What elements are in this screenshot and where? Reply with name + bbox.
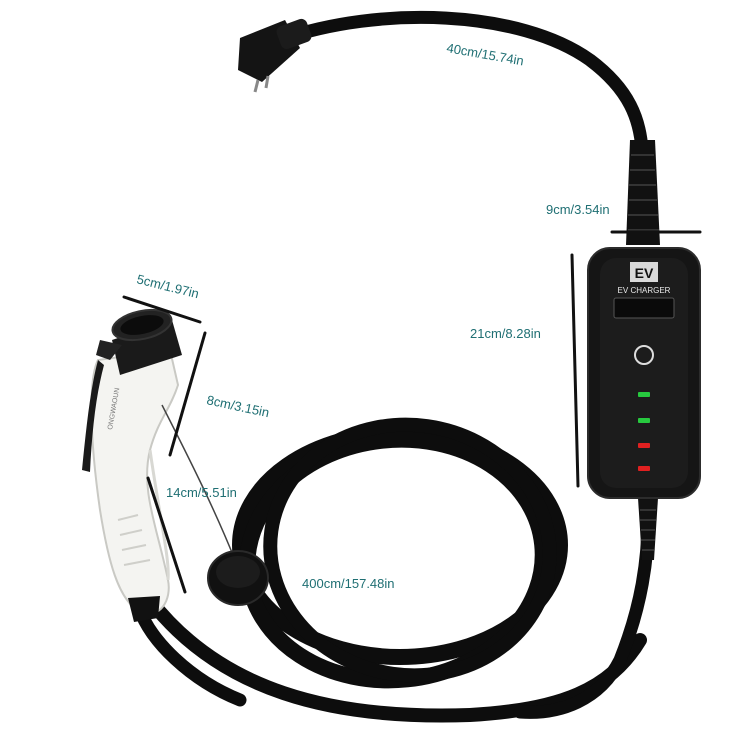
lower-strain-relief bbox=[638, 498, 658, 560]
connector-width-line bbox=[122, 295, 202, 324]
charging-indicator bbox=[638, 418, 650, 423]
box-length-label: 21cm/8.28in bbox=[470, 326, 541, 341]
connector-head bbox=[112, 320, 182, 375]
box-brand-text: EV CHARGER bbox=[618, 286, 671, 295]
box-cable-length-label: 9cm/3.54in bbox=[546, 202, 610, 217]
charging-connector: ONGWAOUN bbox=[82, 308, 247, 707]
connector-width-label: 5cm/1.97in bbox=[135, 271, 200, 301]
plug-cable bbox=[273, 10, 649, 157]
fault-indicator bbox=[638, 443, 650, 448]
power-indicator bbox=[638, 392, 650, 397]
handle-length-label: 14cm/5.51in bbox=[166, 485, 237, 500]
power-button-icon bbox=[634, 345, 654, 365]
connector-depth-line bbox=[168, 331, 207, 457]
box-length-line bbox=[570, 253, 580, 488]
coiled-cable bbox=[143, 417, 647, 723]
svg-text:EV: EV bbox=[635, 265, 654, 281]
main-cable-length-label: 400cm/157.48in bbox=[302, 576, 395, 591]
lcd-display bbox=[613, 297, 675, 319]
white-handle bbox=[90, 348, 180, 615]
handle-length-line bbox=[146, 476, 187, 594]
plug-cable-length-label: 40cm/15.74in bbox=[445, 40, 524, 68]
protective-cap bbox=[161, 404, 269, 606]
upper-strain-relief bbox=[626, 140, 660, 245]
schuko-plug bbox=[238, 18, 312, 93]
fault-indicator bbox=[638, 466, 650, 471]
control-box: EV EV CHARGER bbox=[587, 247, 701, 499]
connector-depth-label: 8cm/3.15in bbox=[205, 392, 270, 420]
ev-logo: EV bbox=[630, 262, 658, 282]
